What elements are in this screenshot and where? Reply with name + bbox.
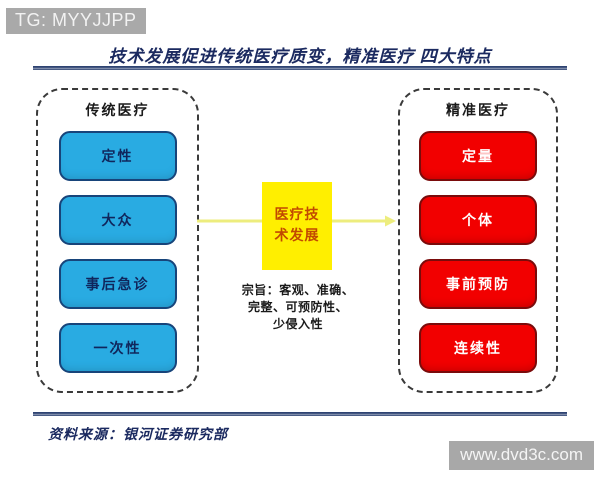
group-right-title: 精准医疗 <box>446 104 510 119</box>
motto-text: 宗旨：客观、准确、 完整、可预防性、 少侵入性 <box>212 282 384 333</box>
telegram-watermark: TG: MYYJJPP <box>6 8 146 34</box>
page-title: 技术发展促进传统医疗质变，精准医疗 四大特点 <box>108 47 492 66</box>
group-left-title: 传统医疗 <box>85 104 150 119</box>
motto-line-2: 完整、可预防性、 <box>247 300 348 314</box>
center-line-1: 医疗技 <box>274 208 320 223</box>
source-credit: 资料来源：银河证券研究部 <box>48 428 228 443</box>
item-box-right-4[interactable]: 连续性 <box>419 323 537 373</box>
item-box-right-3[interactable]: 事前预防 <box>419 259 537 309</box>
item-box-left-4[interactable]: 一次性 <box>58 323 177 373</box>
item-box-left-3[interactable]: 事后急诊 <box>58 259 177 309</box>
group-traditional-medicine: 传统医疗 定性 大众 事后急诊 一次性 <box>36 88 199 393</box>
motto-line-1: 宗旨：客观、准确、 <box>241 283 355 297</box>
item-box-left-1[interactable]: 定性 <box>58 131 177 181</box>
motto-line-3: 少侵入性 <box>272 317 323 331</box>
center-line-2: 术发展 <box>274 229 320 244</box>
item-box-right-1[interactable]: 定量 <box>419 131 537 181</box>
item-box-left-2[interactable]: 大众 <box>58 195 177 245</box>
item-box-right-2[interactable]: 个体 <box>419 195 537 245</box>
group-precision-medicine: 精准医疗 定量 个体 事前预防 连续性 <box>398 88 558 393</box>
site-watermark: www.dvd3c.com <box>449 441 594 470</box>
center-driver-box: 医疗技 术发展 <box>262 182 332 270</box>
title-divider <box>33 66 567 70</box>
footer-divider <box>33 412 567 416</box>
